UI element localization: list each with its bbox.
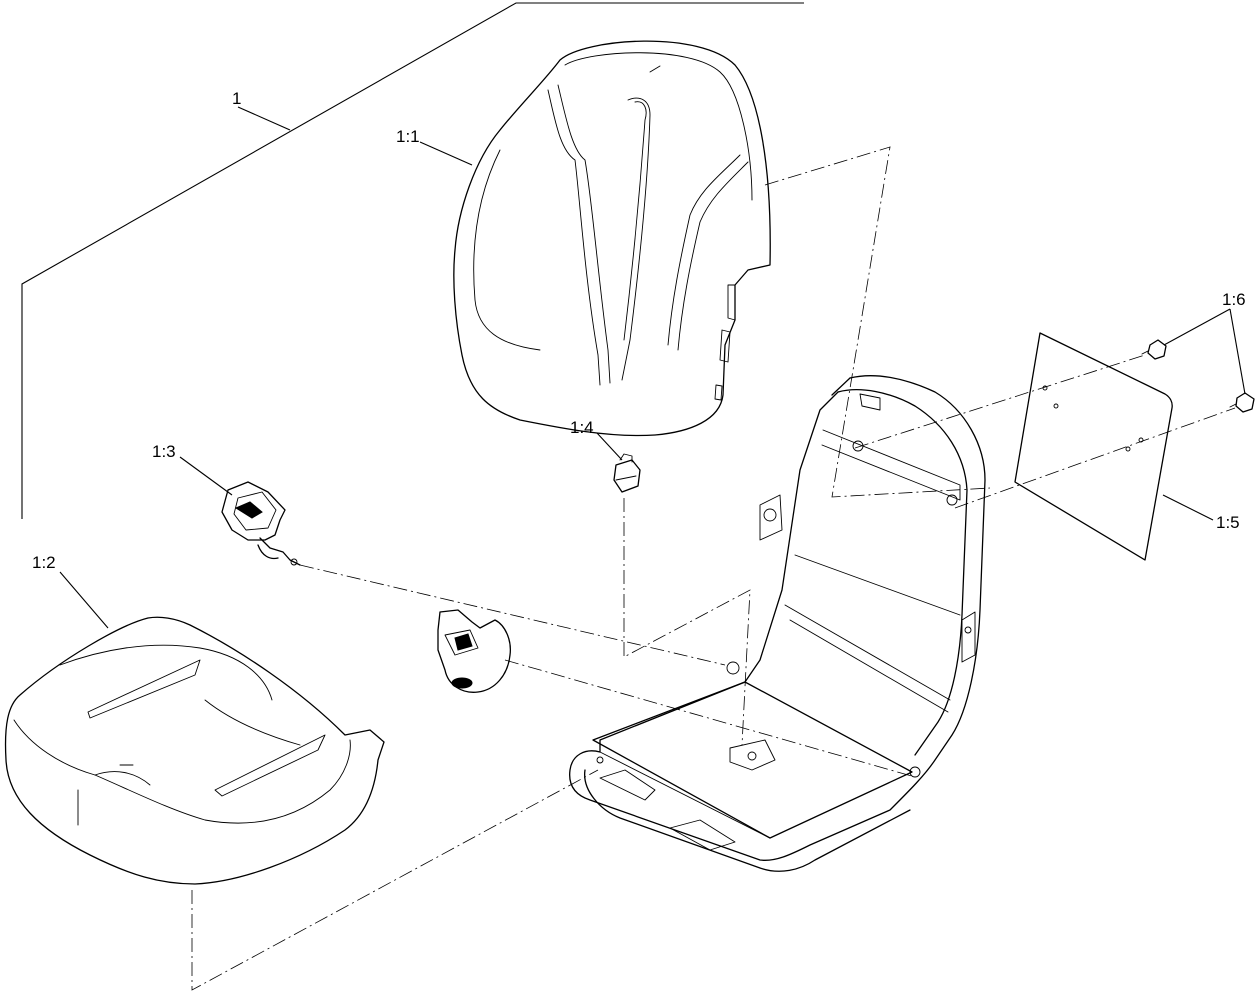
screw-2 [1229,392,1255,413]
leader-backrest [419,141,473,166]
seat-frame [569,375,986,872]
seat-cushion-part [4,616,385,885]
callout-backrest: 1:1 [396,127,420,146]
callout-screw: 1:6 [1222,290,1246,309]
leader-screw [1163,308,1246,395]
callout-switch: 1:4 [570,418,594,437]
callout-assembly: 1 [232,89,241,108]
leader-seat-belt-buckle [179,456,233,496]
plate-part [1014,332,1173,561]
leader-seat-cushion [59,571,109,629]
screw-1 [1141,339,1167,360]
leader-plate [1162,494,1214,521]
alignment-lines [191,146,1236,991]
seat-belt-buckle-part [221,481,301,566]
assembly-bracket [21,2,804,519]
callout-plate: 1:5 [1216,513,1240,532]
switch-part [613,453,641,493]
callout-seat-cushion: 1:2 [32,553,56,572]
callout-seat-belt-buckle: 1:3 [152,442,176,461]
backrest-part [453,40,771,437]
leader-switch [596,432,623,461]
seat-belt-retractor [437,609,511,693]
